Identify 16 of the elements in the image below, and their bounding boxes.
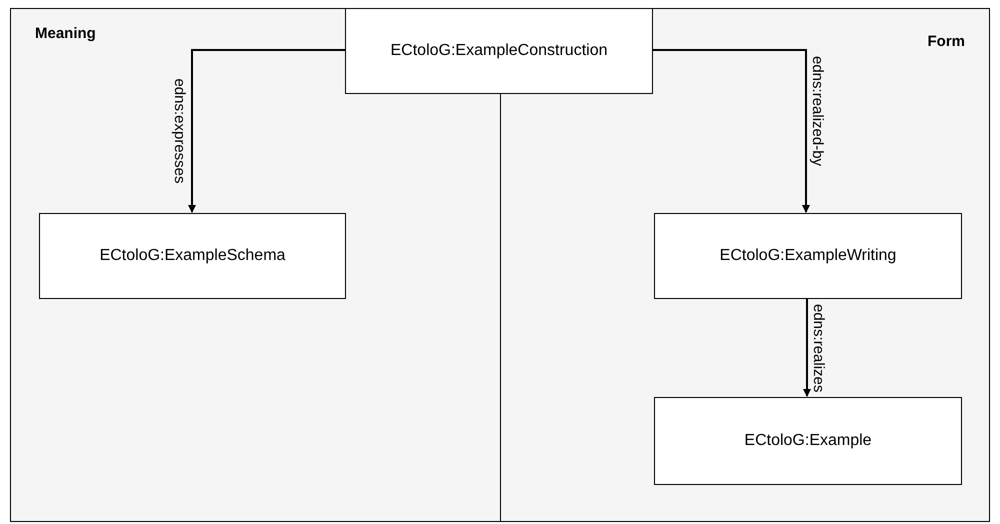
arrow <box>803 298 811 397</box>
concept-label: ECtoloG:ExampleWriting <box>720 246 896 266</box>
arrow <box>188 49 345 213</box>
concept-box <box>654 213 962 299</box>
concept-box <box>345 8 653 94</box>
concept-box <box>39 213 346 299</box>
edge-label: edns:expresses <box>172 78 187 184</box>
concept-label: ECtoloG:Example <box>744 431 872 451</box>
concept-label: ECtoloG:ExampleConstruction <box>390 41 608 61</box>
panel-heading: Form <box>928 32 965 52</box>
panel-heading: Meaning <box>35 24 96 44</box>
edge-label: edns:realizes <box>811 304 826 392</box>
edge-label: edns:realized-by <box>810 56 825 166</box>
concept-box <box>654 397 962 485</box>
arrow <box>653 49 810 213</box>
concept-label: ECtoloG:ExampleSchema <box>100 246 286 266</box>
